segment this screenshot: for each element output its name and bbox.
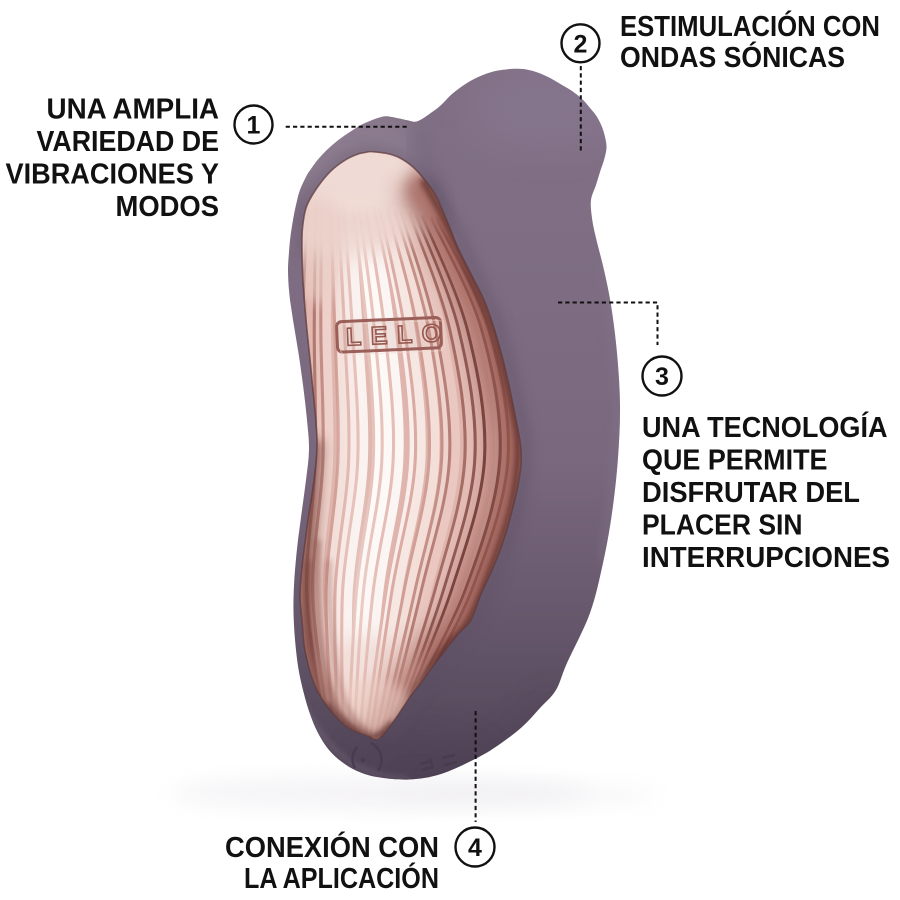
svg-text:UNA TECNOLOGÍA: UNA TECNOLOGÍA: [642, 410, 888, 444]
svg-text:LA APLICACIÓN: LA APLICACIÓN: [244, 861, 439, 895]
svg-text:3: 3: [655, 363, 669, 391]
svg-text:DISFRUTAR DEL: DISFRUTAR DEL: [642, 477, 860, 509]
svg-text:1: 1: [247, 112, 261, 140]
svg-text:CONEXIÓN CON: CONEXIÓN CON: [225, 830, 439, 864]
svg-text:INTERRUPCIONES: INTERRUPCIONES: [642, 542, 890, 574]
svg-text:2: 2: [574, 30, 588, 58]
svg-text:PLACER SIN: PLACER SIN: [642, 510, 803, 542]
svg-text:ONDAS SÓNICAS: ONDAS SÓNICAS: [620, 40, 845, 74]
svg-text:UNA AMPLIA: UNA AMPLIA: [47, 94, 220, 126]
svg-text:QUE PERMITE: QUE PERMITE: [642, 445, 828, 477]
svg-text:LELO: LELO: [345, 319, 451, 352]
svg-text:VIBRACIONES Y: VIBRACIONES Y: [6, 159, 220, 191]
svg-text:VARIEDAD DE: VARIEDAD DE: [37, 126, 220, 158]
svg-text:MODOS: MODOS: [116, 191, 220, 223]
svg-text:4: 4: [468, 834, 482, 862]
svg-text:ESTIMULACIÓN CON: ESTIMULACIÓN CON: [620, 9, 880, 43]
